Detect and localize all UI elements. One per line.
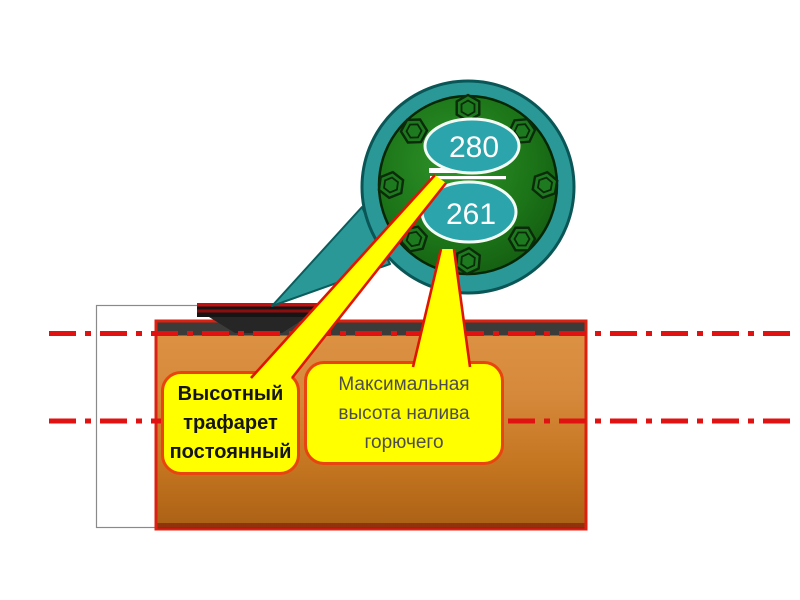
gauge-top-value: 280 bbox=[449, 131, 499, 164]
manhole-plate-stripe-mid bbox=[197, 309, 330, 313]
manhole-plate-stripe-top bbox=[197, 303, 330, 307]
callout-max-fill: Максимальная высота налива горючего bbox=[304, 361, 504, 465]
callout-stencil-text: Высотный трафарет постоянный bbox=[169, 382, 292, 463]
callout-max-fill-text: Максимальная высота налива горючего bbox=[338, 373, 470, 453]
value-oval-top bbox=[423, 117, 521, 175]
separator-line bbox=[430, 176, 506, 180]
tank-bottom-shadow bbox=[157, 523, 585, 529]
gauge-bottom-value: 261 bbox=[446, 198, 496, 231]
callout-stencil: Высотный трафарет постоянный bbox=[161, 371, 300, 475]
bolt-icon bbox=[455, 93, 481, 123]
